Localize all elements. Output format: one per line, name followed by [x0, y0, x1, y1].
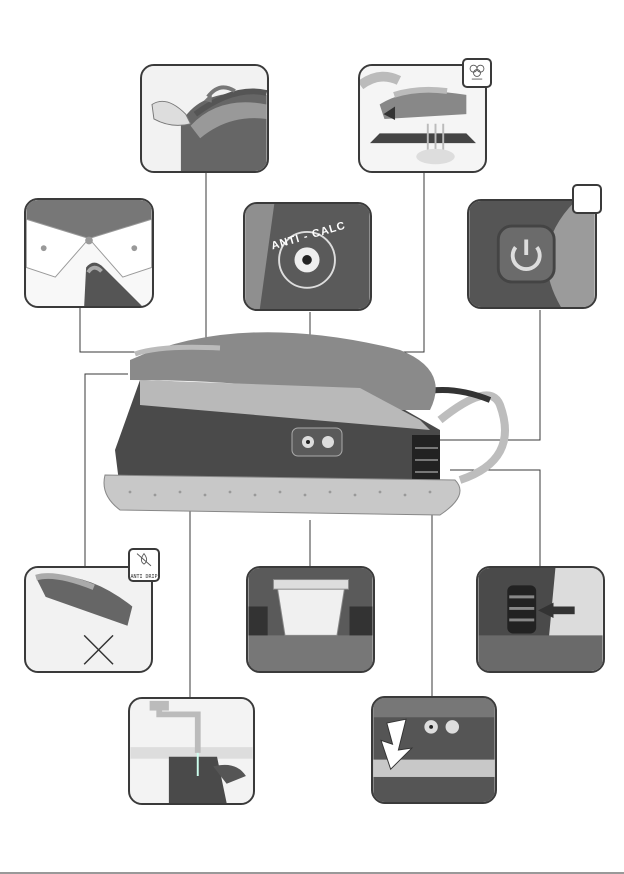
cord-storage-panel	[476, 566, 605, 673]
shirt-collar-panel	[24, 198, 154, 308]
water-tank-panel	[246, 566, 375, 673]
blank-badge	[572, 184, 602, 214]
anti-drip-panel	[24, 566, 153, 673]
lid-opening-panel	[140, 64, 269, 173]
tap-filling-panel	[128, 697, 255, 805]
anti-drip-label: ANTI DRIP	[128, 574, 160, 580]
steam-icon	[462, 58, 492, 88]
anti-calc-button-panel	[243, 202, 372, 311]
power-button-panel	[467, 199, 597, 309]
heel-rest-panel	[371, 696, 497, 804]
steam-generator-main-illustration	[100, 320, 520, 530]
